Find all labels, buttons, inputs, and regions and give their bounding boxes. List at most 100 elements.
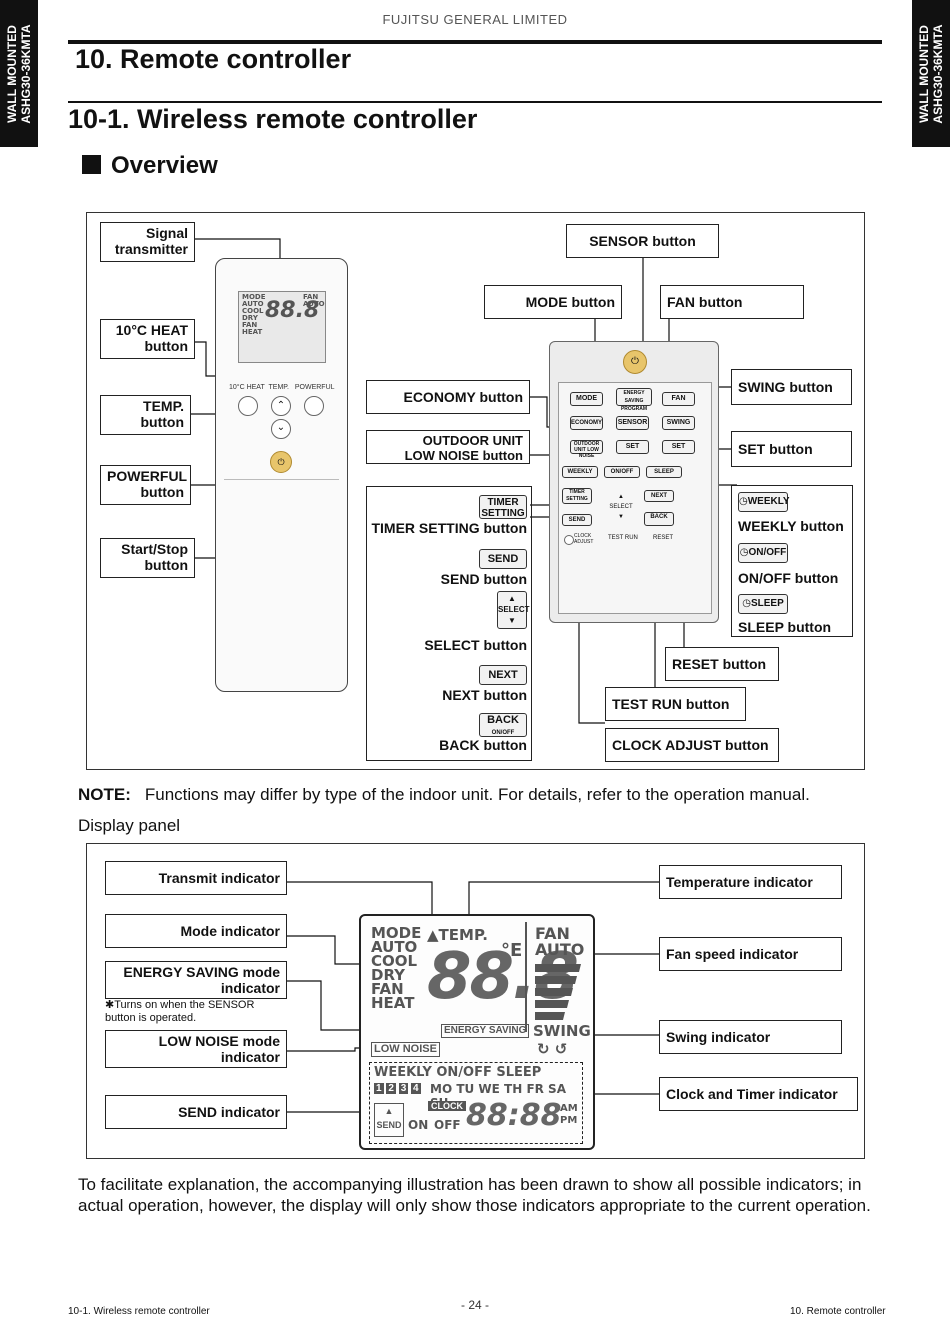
swing-arrows-icon: ↻ ↺ bbox=[537, 1040, 568, 1058]
panel-swing-key[interactable]: SWING bbox=[662, 416, 695, 430]
heat10-key[interactable] bbox=[238, 396, 258, 416]
fan-speed-indicator-label: Fan speed indicator bbox=[659, 937, 842, 971]
send-button-label: SEND button bbox=[440, 571, 527, 587]
timer-setting-button-label: TIMER SETTING button bbox=[371, 520, 527, 536]
footer-right: 10. Remote controller bbox=[790, 1306, 886, 1317]
lcd-on: ON bbox=[408, 1118, 429, 1132]
energy-saving-note: ✱Turns on when the SENSOR button is oper… bbox=[105, 999, 255, 1024]
section-title: 10. Remote controller bbox=[75, 44, 352, 74]
lcd-swing: SWING bbox=[533, 1022, 591, 1040]
weekly-icon: ◷WEEKLY bbox=[738, 492, 790, 512]
start-stop-button-label: Start/Stop button bbox=[100, 538, 195, 578]
fan-button-label: FAN button bbox=[660, 285, 804, 319]
lcd-divider bbox=[525, 922, 527, 1032]
page-number: - 24 - bbox=[460, 1298, 489, 1312]
outdoor-line1: OUTDOOR UNIT bbox=[422, 433, 523, 448]
side-tab-line1: WALL MOUNTED bbox=[917, 24, 931, 123]
panel-outdoor-key[interactable]: OUTDOOR UNIT LOW NOISE bbox=[570, 440, 603, 459]
weekly-button-group: ◷WEEKLY WEEKLY button ◷ON/OFF ON/OFF but… bbox=[731, 485, 853, 637]
panel-timer-key[interactable]: TIMER SETTING bbox=[562, 488, 592, 504]
panel-mode-key[interactable]: MODE bbox=[570, 392, 603, 406]
panel-sensor-key[interactable]: SENSOR bbox=[616, 416, 649, 430]
lcd-fan-bars bbox=[535, 964, 581, 1020]
panel-economy-key[interactable]: ECONOMY bbox=[570, 416, 603, 430]
swing-button-label: SWING button bbox=[731, 369, 852, 405]
panel-set-key-2[interactable]: SET bbox=[662, 440, 695, 454]
low-noise-indicator-label: LOW NOISE mode indicator bbox=[105, 1030, 287, 1068]
send-indicator-label: SEND indicator bbox=[105, 1095, 287, 1129]
lcd-send: ▲SEND bbox=[374, 1103, 404, 1137]
temp-button-label: TEMP. button bbox=[100, 395, 191, 435]
panel-set-key-1[interactable]: SET bbox=[616, 440, 649, 454]
panel-test-run-label: TEST RUN bbox=[608, 535, 638, 541]
set-button-label: SET button bbox=[731, 431, 852, 467]
powerful-button-label: POWERFUL button bbox=[100, 465, 191, 505]
sleep-icon: ◷SLEEP bbox=[738, 594, 788, 614]
overview-heading: Overview bbox=[82, 152, 218, 180]
subsection-title: 10-1. Wireless remote controller bbox=[68, 104, 478, 134]
lcd-day-nums: 1 2 3 4 bbox=[374, 1083, 421, 1094]
timer-setting-icon: TIMER SETTING bbox=[479, 495, 527, 519]
overview-heading-text: Overview bbox=[111, 152, 218, 179]
lcd-temp-unit: °E bbox=[501, 940, 523, 961]
select-icon: ▲SELECT▼ bbox=[497, 591, 530, 629]
weekly-button-label: WEEKLY button bbox=[738, 518, 844, 534]
economy-button-label: ECONOMY button bbox=[366, 380, 530, 414]
side-tab-line2: ASHG30-36KMTA bbox=[931, 23, 945, 124]
energy-saving-indicator-label: ENERGY SAVING mode indicator bbox=[105, 961, 287, 999]
temp-down-key[interactable]: ⌄ bbox=[271, 419, 291, 439]
display-panel-title: Display panel bbox=[78, 816, 181, 835]
remote-divider bbox=[224, 479, 339, 480]
panel-back-key[interactable]: BACK bbox=[644, 512, 674, 526]
select-button-label: SELECT button bbox=[424, 637, 527, 653]
temperature-indicator-label: Temperature indicator bbox=[659, 865, 842, 899]
panel-send-key[interactable]: SEND bbox=[562, 514, 592, 526]
panel-energy-saving-label: ENERGY SAVING PROGRAM bbox=[616, 388, 652, 412]
signal-transmitter-label: Signal transmitter bbox=[100, 222, 195, 262]
panel-clock-label: CLOCK ADJUST bbox=[574, 533, 594, 545]
panel-start-stop-key[interactable]: ⏻ bbox=[623, 350, 647, 374]
heat10-button-label: 10°C HEAT button bbox=[100, 319, 195, 359]
header-rule bbox=[68, 40, 882, 44]
send-icon: SEND bbox=[479, 549, 527, 569]
sensor-button-label: SENSOR button bbox=[566, 224, 719, 258]
panel-sleep-key[interactable]: SLEEP bbox=[646, 466, 682, 478]
lcd-timer-modes: WEEKLY ON/OFF SLEEP bbox=[374, 1065, 542, 1080]
note: NOTE:Functions may differ by type of the… bbox=[78, 785, 810, 805]
note-text: Functions may differ by type of the indo… bbox=[144, 785, 810, 804]
timer-button-group: TIMER SETTING TIMER SETTING button SEND … bbox=[366, 486, 532, 761]
mode-indicator-label: Mode indicator bbox=[105, 914, 287, 948]
sleep-button-label: SLEEP button bbox=[738, 619, 832, 635]
reset-button-label: RESET button bbox=[665, 647, 779, 681]
powerful-key[interactable] bbox=[304, 396, 324, 416]
company-name: FUJITSU GENERAL LIMITED bbox=[382, 12, 568, 27]
lcd-off: OFF bbox=[434, 1118, 461, 1132]
clock-adjust-button-label: CLOCK ADJUST button bbox=[605, 728, 779, 762]
swing-indicator-label: Swing indicator bbox=[659, 1020, 842, 1054]
panel-clock-key[interactable] bbox=[564, 535, 574, 545]
panel-select-key[interactable]: ▲SELECT▼ bbox=[609, 494, 633, 520]
panel-weekly-key[interactable]: WEEKLY bbox=[562, 466, 598, 478]
lcd-low-noise: LOW NOISE bbox=[371, 1042, 440, 1057]
next-icon: NEXT bbox=[479, 665, 527, 685]
panel-next-key[interactable]: NEXT bbox=[644, 490, 674, 502]
footer-left: 10-1. Wireless remote controller bbox=[68, 1306, 210, 1317]
clock-timer-indicator-label: Clock and Timer indicator bbox=[659, 1077, 858, 1111]
panel-reset-label: RESET bbox=[653, 535, 674, 541]
temp-up-key[interactable]: ⌃ bbox=[271, 396, 291, 416]
mode-button-label: MODE button bbox=[484, 285, 622, 319]
start-stop-key[interactable]: ⏻ bbox=[270, 451, 292, 473]
onoff-button-label: ON/OFF button bbox=[738, 570, 839, 586]
display-panel-figure: Transmit indicator Mode indicator ENERGY… bbox=[86, 843, 865, 1159]
panel-fan-key[interactable]: FAN bbox=[662, 392, 695, 406]
panel-onoff-key[interactable]: ON/OFF bbox=[604, 466, 640, 478]
lcd-time: 88:88 bbox=[466, 1098, 562, 1133]
